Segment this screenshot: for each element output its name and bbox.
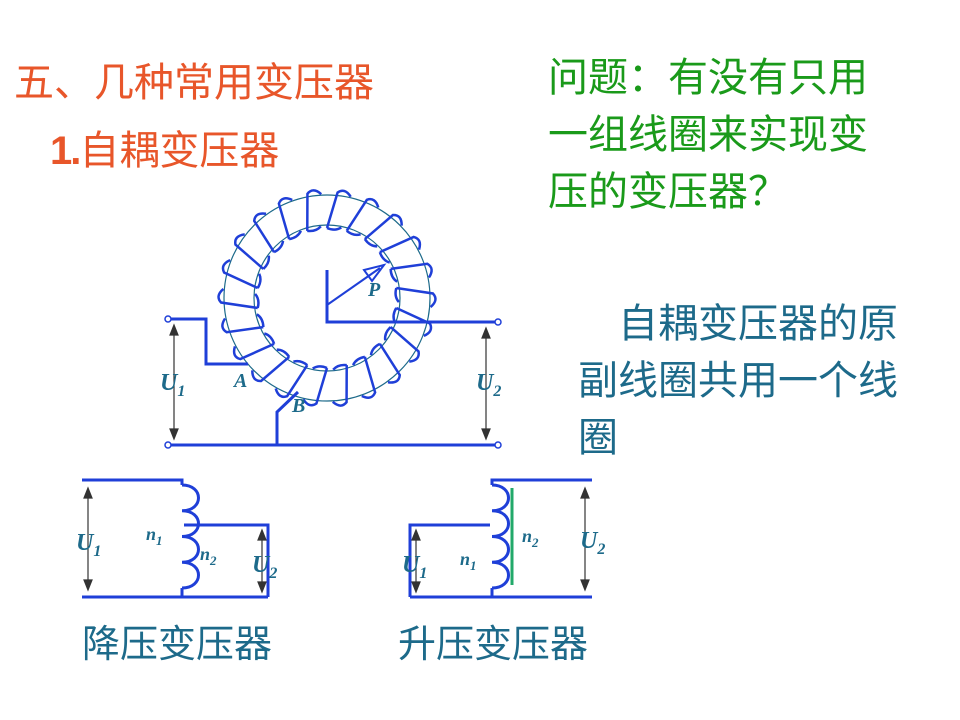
sd-label-n1: n1 xyxy=(146,524,163,548)
su-voltage-arrows xyxy=(411,486,590,594)
sd-u1-arrow-down-icon xyxy=(83,579,93,592)
terminal-out-top xyxy=(494,318,502,326)
su-label-n1: n1 xyxy=(460,549,477,573)
step-down-coil xyxy=(181,483,200,590)
su-label-n2: n2 xyxy=(522,526,539,550)
wire-output-tap xyxy=(325,270,498,324)
u1-arrow-up-icon xyxy=(169,323,179,336)
step-down-wires xyxy=(82,478,270,599)
sd-label-n2: n2 xyxy=(200,544,217,568)
winding-loop xyxy=(234,233,271,270)
winding-loop xyxy=(378,235,422,264)
sd-label-u2: U2 xyxy=(252,552,277,582)
sd-label-u1: U1 xyxy=(76,530,101,560)
sd-u1-arrow-up-icon xyxy=(83,486,93,499)
pointer-shaft xyxy=(326,267,381,306)
winding-loop xyxy=(277,197,303,241)
label-u2: U2 xyxy=(476,370,501,400)
u1-arrow-down-icon xyxy=(169,428,179,441)
step-down-caption: 降压变压器 xyxy=(82,622,273,666)
winding-loop xyxy=(221,258,262,290)
sd-u2-arrow-up-icon xyxy=(257,528,267,541)
winding-loop xyxy=(274,359,309,399)
terminal-out-bottom xyxy=(494,441,502,449)
su-wire-tap xyxy=(408,523,490,597)
autotransformer-diagram: P A B U1 U2 xyxy=(160,189,502,449)
wire-input-top xyxy=(168,317,248,366)
u2-arrow-down-icon xyxy=(481,428,491,441)
winding-loop xyxy=(389,262,433,283)
su-u1-arrow-down-icon xyxy=(411,581,421,594)
label-b: B xyxy=(291,395,305,417)
su-label-u2: U2 xyxy=(580,528,605,558)
page-title: 五、几种常用变压器 xyxy=(14,60,374,106)
terminal-in-top xyxy=(164,315,172,323)
winding-loop xyxy=(217,287,260,310)
answer-body: 自耦变压器的原副线圈共用一个线圈 xyxy=(578,301,898,461)
terminals xyxy=(164,315,502,449)
toroid-windings xyxy=(217,189,437,407)
label-a: A xyxy=(232,370,247,392)
winding-loop xyxy=(252,212,285,254)
sd-wire-top xyxy=(82,478,184,485)
su-wire-bottom xyxy=(490,588,592,599)
sd-voltage-arrows xyxy=(83,486,267,594)
step-up-diagram: U1 U2 n1 n2 xyxy=(402,478,605,599)
sd-u2-arrow-down-icon xyxy=(257,581,267,594)
answer-text: 自耦变压器的原副线圈共用一个线圈 xyxy=(578,296,918,467)
label-u1: U1 xyxy=(160,370,185,400)
su-wire-top xyxy=(490,478,592,485)
winding-loop xyxy=(306,189,323,233)
winding-loop xyxy=(363,213,403,248)
winding-loop xyxy=(345,197,380,237)
winding-loop xyxy=(302,365,329,407)
step-down-diagram: U1 U2 n1 n2 xyxy=(76,478,277,599)
toroid-core-outer xyxy=(223,194,431,402)
winding-loop xyxy=(369,342,402,384)
winding-loop xyxy=(331,363,348,407)
pointer-arrowhead-icon xyxy=(362,263,387,283)
winding-loop xyxy=(251,348,291,383)
winding-loop xyxy=(383,326,420,363)
winding-loop xyxy=(394,286,437,309)
winding-loop xyxy=(351,355,377,399)
step-up-caption: 升压变压器 xyxy=(398,622,589,666)
subtitle-number: 1. xyxy=(50,129,81,173)
voltage-arrows xyxy=(169,323,491,441)
tap-pointer xyxy=(326,263,387,306)
winding-loop xyxy=(232,332,276,361)
su-u1-arrow-up-icon xyxy=(411,528,421,541)
su-u2-arrow-up-icon xyxy=(580,486,590,499)
subtitle-text: 自耦变压器 xyxy=(79,128,280,174)
autotransformer-wires xyxy=(168,270,498,447)
winding-loop xyxy=(325,189,352,231)
section-subtitle: 1.自耦变压器 xyxy=(50,118,279,176)
wire-input-bottom xyxy=(168,390,300,447)
u2-arrow-up-icon xyxy=(481,326,491,339)
su-u2-arrow-down-icon xyxy=(580,579,590,592)
step-up-wires xyxy=(408,478,592,599)
label-p: P xyxy=(367,279,381,301)
winding-loop xyxy=(221,313,265,334)
sd-wire-tap xyxy=(184,523,270,597)
question-text: 问题：有没有只用一组线圈来实现变压的变压器？ xyxy=(548,55,868,215)
sd-wire-bottom xyxy=(82,588,184,599)
step-up-coil xyxy=(491,483,510,590)
su-label-u1: U1 xyxy=(402,552,427,582)
terminal-in-bottom xyxy=(164,441,172,449)
